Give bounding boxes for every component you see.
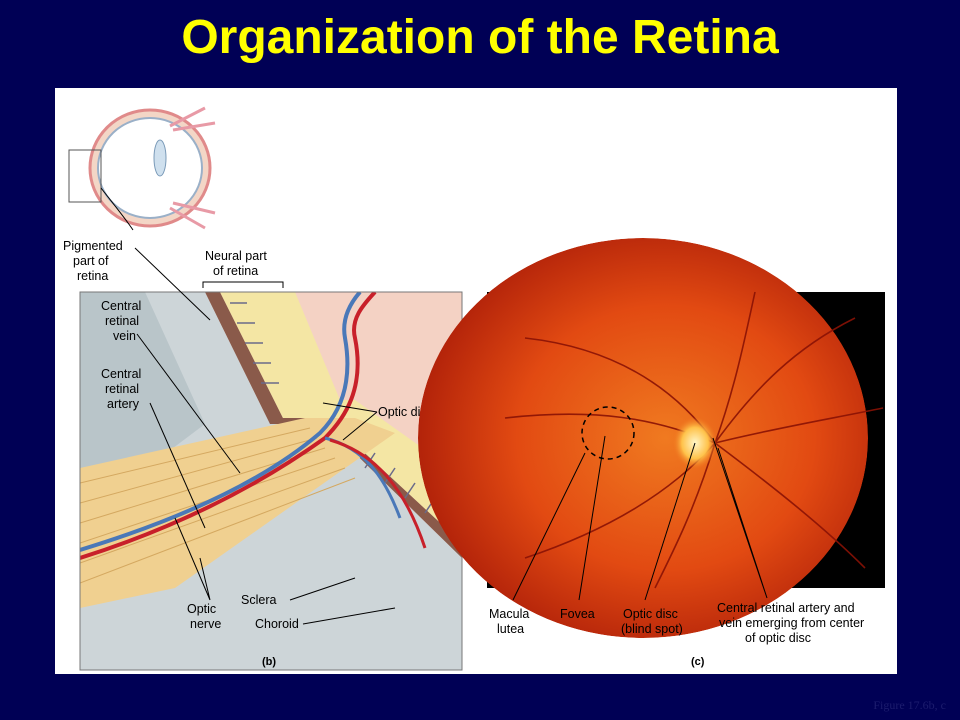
label-pigmented-3: retina	[77, 269, 108, 283]
label-artery-3: artery	[107, 397, 140, 411]
label-sclera: Sclera	[241, 593, 276, 607]
label-vessels-2: vein emerging from center	[719, 616, 864, 630]
label-vein-1: Central	[101, 299, 141, 313]
panel-c-label: (c)	[691, 656, 705, 668]
label-disc-1: Optic disc	[623, 607, 678, 621]
label-vein-2: retinal	[105, 314, 139, 328]
label-artery-1: Central	[101, 367, 141, 381]
figure-panel: Pigmented part of retina Neural part of …	[55, 88, 897, 674]
label-neural-1: Neural part	[205, 249, 267, 263]
label-pigmented-2: part of	[73, 254, 109, 268]
label-fovea: Fovea	[560, 607, 595, 621]
label-disc-2: (blind spot)	[621, 622, 683, 636]
panel-b-label: (b)	[262, 656, 276, 668]
label-neural-2: of retina	[213, 264, 258, 278]
figure-reference: Figure 17.6b, c	[873, 698, 946, 713]
label-macula-1: Macula	[489, 607, 529, 621]
slide-title: Organization of the Retina	[0, 8, 960, 68]
label-vessels-3: of optic disc	[745, 631, 811, 645]
label-pigmented-1: Pigmented	[63, 239, 123, 253]
label-optic-nerve-1: Optic	[187, 602, 216, 616]
label-vessels-1: Central retinal artery and	[717, 601, 855, 615]
eye-overview-icon	[69, 108, 215, 230]
label-macula-2: lutea	[497, 622, 524, 636]
label-artery-2: retinal	[105, 382, 139, 396]
label-vein-3: vein	[113, 329, 136, 343]
label-choroid: Choroid	[255, 617, 299, 631]
label-optic-nerve-2: nerve	[190, 617, 221, 631]
